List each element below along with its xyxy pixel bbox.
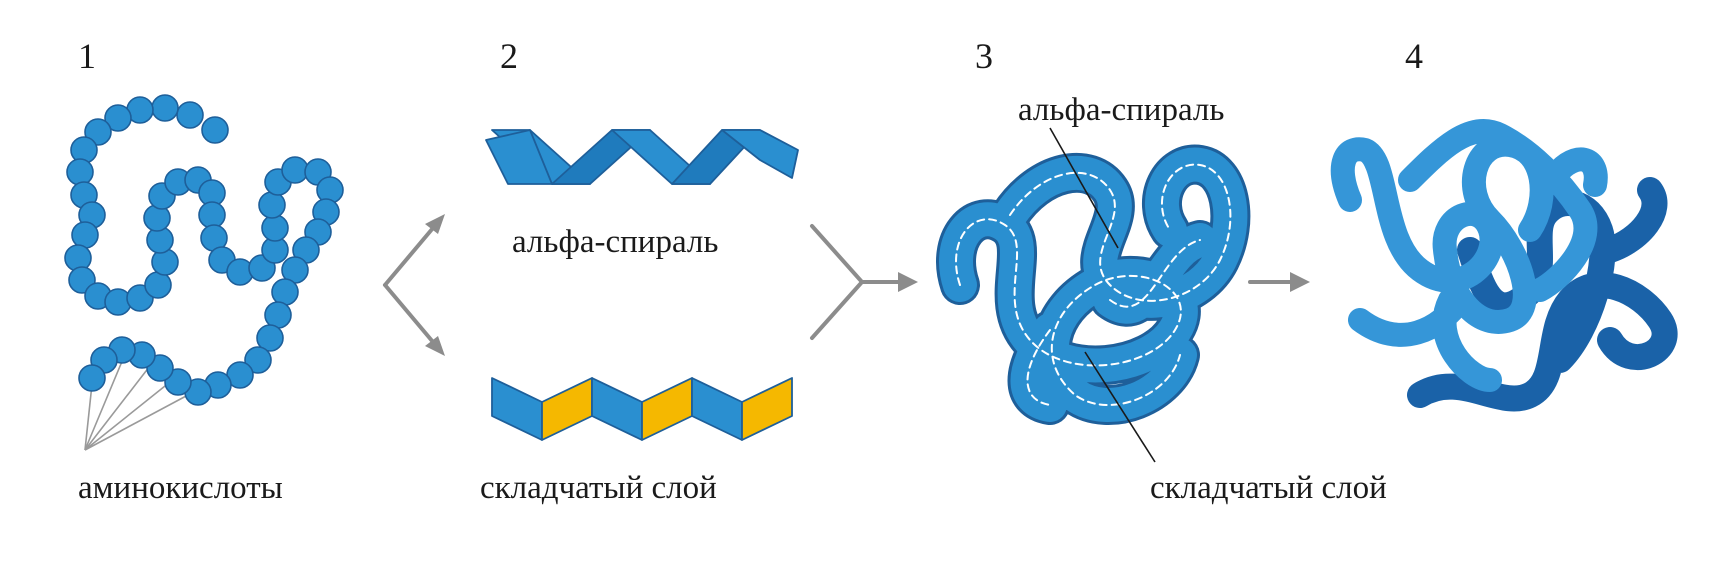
amino-acid-bead <box>261 214 289 242</box>
amino-acid-bead <box>78 364 106 392</box>
beta-sheet-face <box>741 377 793 441</box>
amino-acid-bead <box>244 346 272 374</box>
alpha-helix-ribbon <box>485 129 799 185</box>
stage-1-number: 1 <box>78 36 96 76</box>
amino-acid-chain <box>64 94 344 451</box>
quaternary-structure <box>1330 119 1678 412</box>
amino-acid-bead <box>201 116 229 144</box>
amino-acid-bead <box>104 104 132 132</box>
beta-sheet-face <box>641 377 693 441</box>
amino-acid-bead <box>198 201 226 229</box>
beta-sheet-face <box>491 377 543 441</box>
amino-acids-label: аминокислоты <box>78 470 283 506</box>
merge-arrow <box>810 224 902 340</box>
amino-acid-bead <box>264 301 292 329</box>
amino-acid-beads <box>64 94 344 406</box>
chain-light <box>1330 119 1608 392</box>
arrowhead-stage-4 <box>1290 272 1310 292</box>
stage-4-number: 4 <box>1405 36 1423 76</box>
amino-acid-bead <box>271 278 299 306</box>
amino-acid-bead <box>71 221 99 249</box>
tertiary-structure <box>936 144 1251 425</box>
beta-sheet-face <box>541 377 593 441</box>
stage-3-pointer-lines <box>1049 127 1156 463</box>
arrowhead-down <box>425 336 445 356</box>
amino-acid-bead <box>176 101 204 129</box>
amino-acid-bead <box>281 156 309 184</box>
stage-3-number: 3 <box>975 36 993 76</box>
arrowhead-up <box>425 214 445 234</box>
beta-sheet-face <box>691 377 743 441</box>
amino-acid-bead <box>258 191 286 219</box>
merge-arrowhead <box>898 272 918 292</box>
amino-acid-bead <box>151 94 179 122</box>
beta-sheet-label: складчатый слой <box>480 470 717 506</box>
beta-sheet <box>491 377 793 441</box>
tertiary-beta-sheet-label: складчатый слой <box>1150 470 1387 506</box>
stage-2-number: 2 <box>500 36 518 76</box>
amino-acid-bead <box>256 324 284 352</box>
alpha-helix-label: альфа-спираль <box>512 224 718 260</box>
beta-sheet-face <box>591 377 643 441</box>
amino-acid-bead <box>144 271 172 299</box>
amino-acid-bead <box>66 158 94 186</box>
tertiary-alpha-helix-label: альфа-спираль <box>1018 92 1224 128</box>
split-arrow <box>383 226 435 344</box>
